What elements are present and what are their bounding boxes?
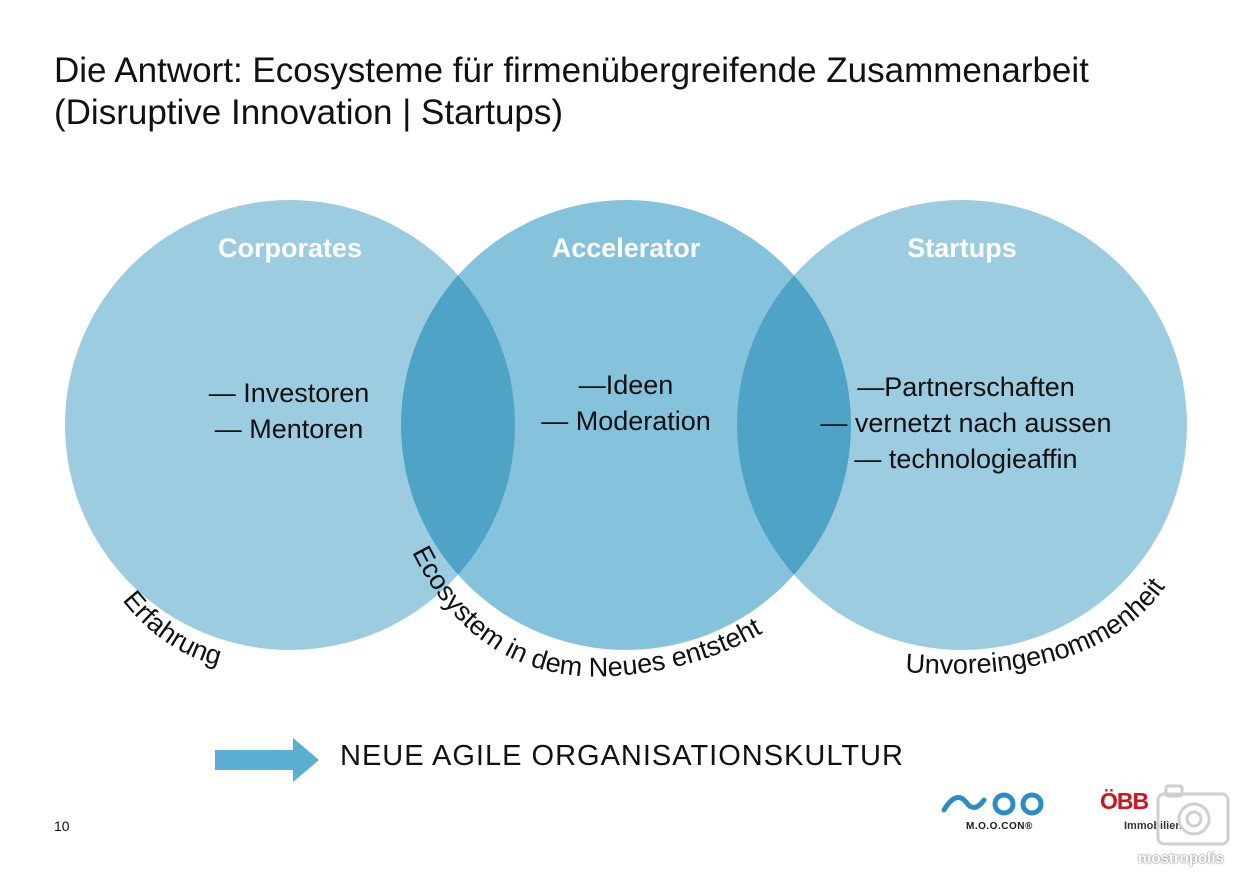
watermark-text: mostropolis xyxy=(1138,850,1224,867)
arrow-right-icon xyxy=(215,738,319,782)
circle-corporates xyxy=(65,200,515,650)
mooc-logo: M.O.O.CON® xyxy=(940,788,1060,838)
heading-startups: Startups xyxy=(907,233,1017,263)
item-corporates-mentoren: — Mentoren xyxy=(215,414,364,444)
obb-logo-sub: Immobilien xyxy=(1124,820,1183,832)
slide-title: Die Antwort: Ecosysteme für firmenübergr… xyxy=(54,50,1089,134)
venn-diagram: Corporates Accelerator Startups — Invest… xyxy=(65,200,1187,683)
heading-accelerator: Accelerator xyxy=(552,233,701,263)
slide-title-line-2: (Disruptive Innovation | Startups) xyxy=(54,93,564,132)
conclusion-row: NEUE AGILE ORGANISATIONSKULTUR xyxy=(215,736,935,784)
heading-corporates: Corporates xyxy=(218,233,362,263)
obb-logo: ÖBB Immobilien xyxy=(1096,788,1206,840)
item-startups-vernetzt: — vernetzt nach aussen xyxy=(820,408,1111,438)
obb-logo-name: ÖBB xyxy=(1100,788,1149,814)
item-corporates-investoren: — Investoren xyxy=(209,378,370,408)
item-startups-technologieaffin: — technologieaffin xyxy=(854,444,1077,474)
mooc-wave-logo xyxy=(941,792,1044,816)
page-number: 10 xyxy=(54,818,70,834)
circle-startups xyxy=(737,200,1187,650)
item-accelerator-moderation: — Moderation xyxy=(541,406,711,436)
conclusion-text: NEUE AGILE ORGANISATIONSKULTUR xyxy=(340,740,904,772)
item-accelerator-ideen: —Ideen xyxy=(579,370,674,400)
slide-title-line-1: Die Antwort: Ecosysteme für firmenübergr… xyxy=(54,51,1089,90)
circle-accelerator xyxy=(401,200,851,650)
mooc-logo-name: M.O.O.CON® xyxy=(966,821,1033,832)
watermark: mostropolis xyxy=(1136,780,1248,876)
item-startups-partnerschaften: —Partnerschaften xyxy=(857,372,1075,402)
camera-watermark-icon xyxy=(1156,784,1230,846)
